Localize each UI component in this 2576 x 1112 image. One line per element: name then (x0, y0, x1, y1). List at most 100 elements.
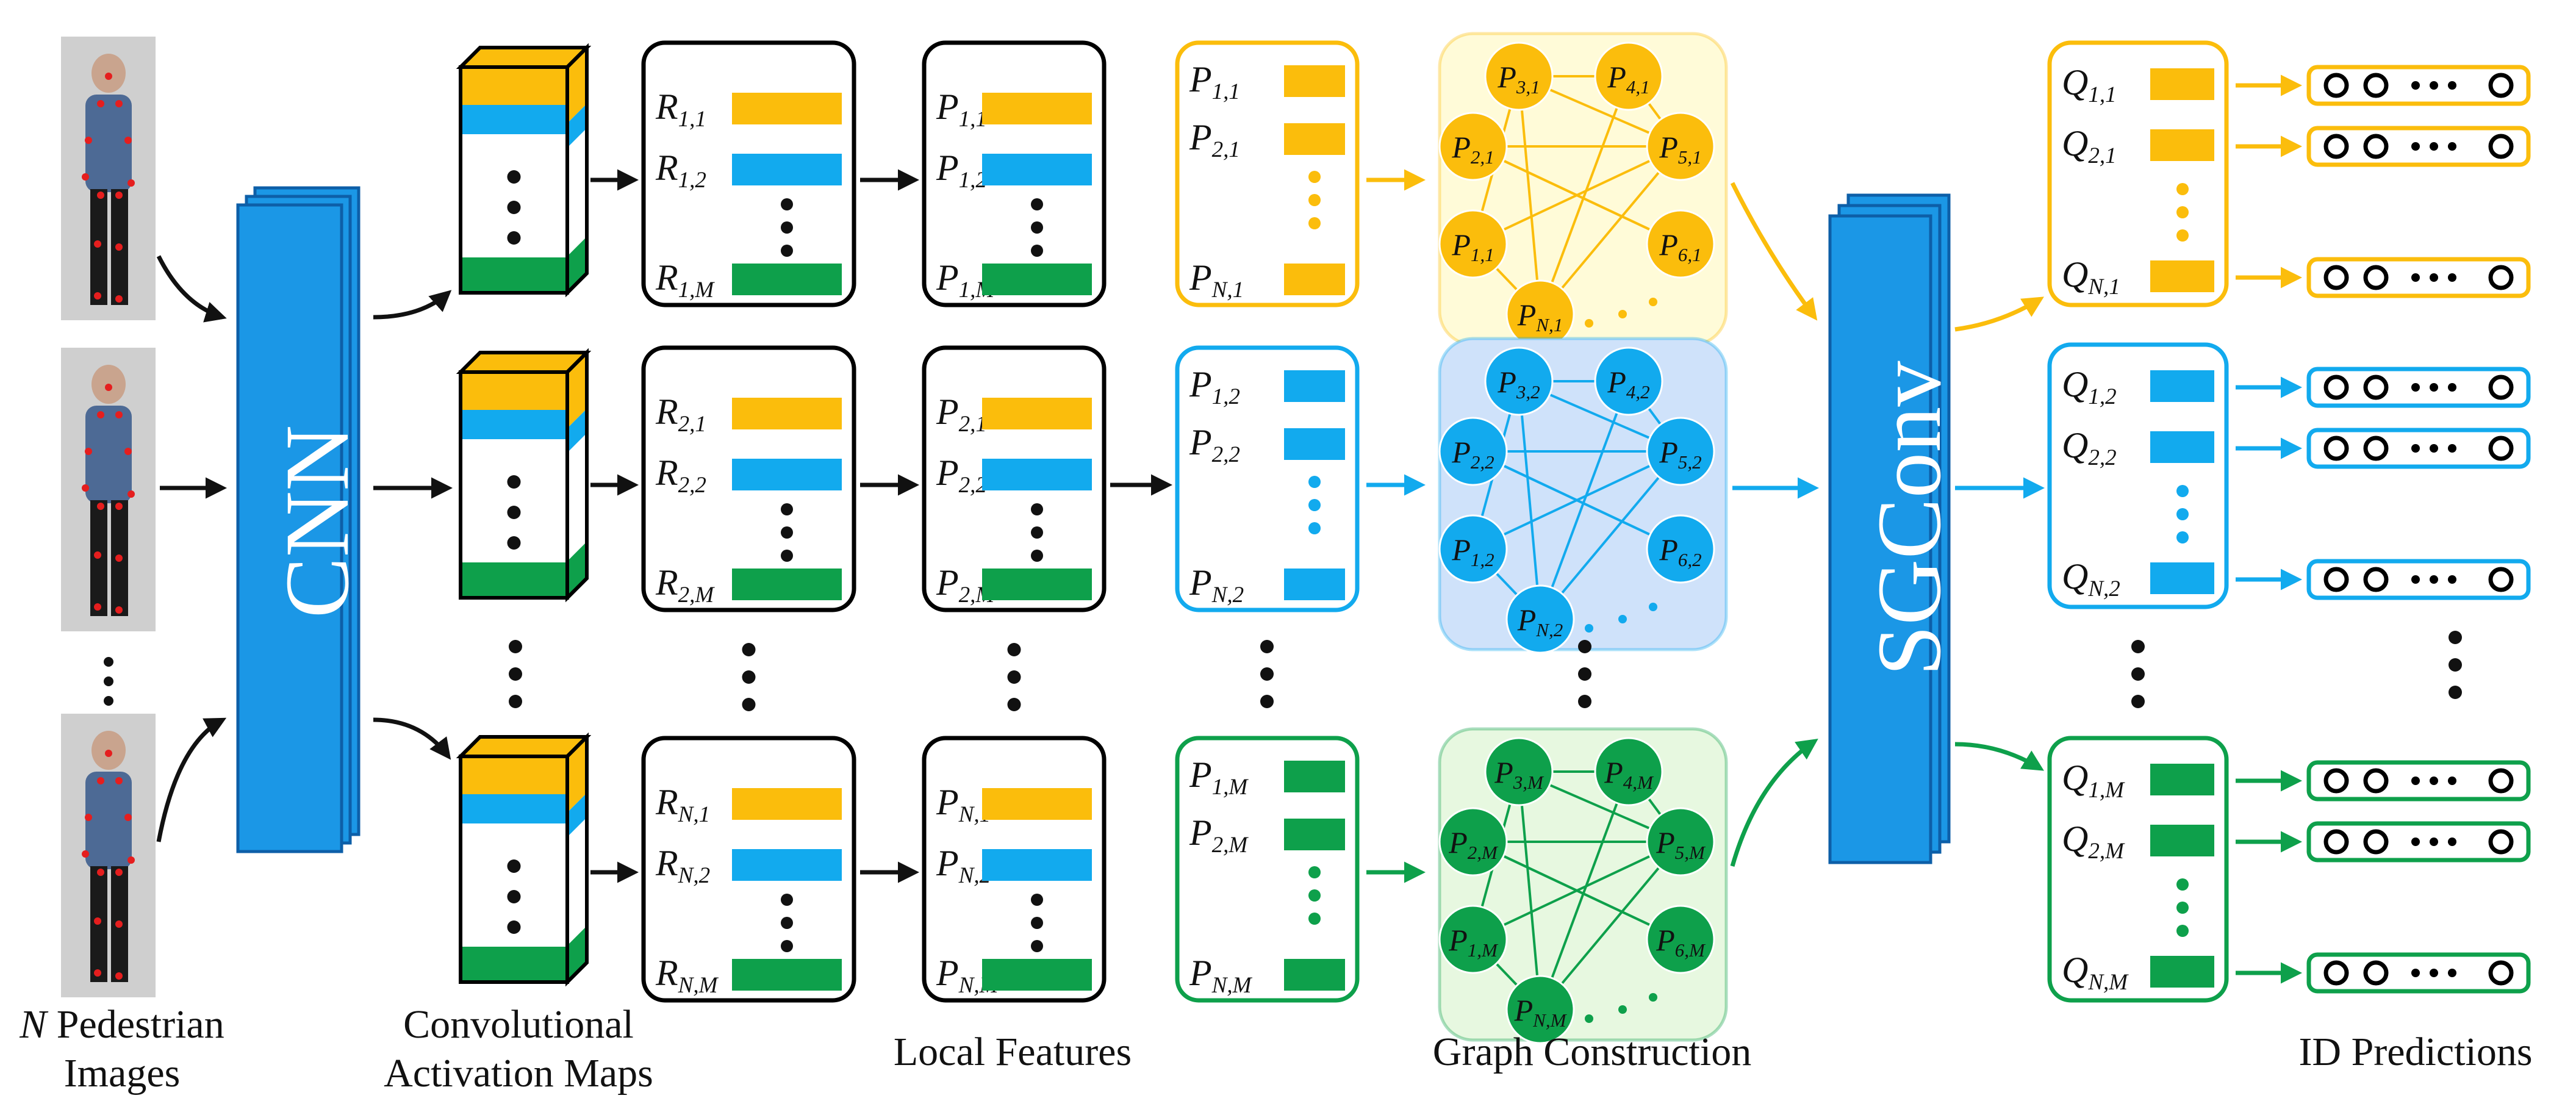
activation-map-dots-2 (507, 475, 521, 550)
graph-node-6-1 (1646, 209, 1715, 279)
local-label-1-2: P1,2 (936, 148, 987, 193)
output-ellipsis (2131, 640, 2145, 708)
pedestrian-image-2 (61, 348, 156, 631)
graph-node-label-4-2: P4,2 (1607, 365, 1649, 403)
caption-local-features: Local Features (893, 1030, 1132, 1074)
graph-node-4-2 (1594, 346, 1663, 416)
part-label-N-M: PN,M (1189, 953, 1253, 998)
part-label-N-2: PN,2 (1189, 562, 1244, 608)
part-label-2-1: P2,1 (1189, 117, 1240, 162)
region-label-1-M: R1,M (655, 257, 715, 303)
part-label-2-2: P2,2 (1189, 422, 1240, 467)
graph-node-N-M (1505, 975, 1575, 1044)
output-label-1-2: Q1,2 (2062, 364, 2117, 409)
arrow-graph-sgconv-green (1730, 739, 1818, 867)
graph-node-label-1-1: P1,1 (1451, 228, 1494, 265)
id-prediction-2-M (2306, 821, 2531, 863)
graph-node-3-M (1484, 737, 1554, 806)
region-label-2-M: R2,M (655, 562, 715, 608)
graph-node-label-6-2: P6,2 (1659, 533, 1701, 570)
output-bar-2-2 (2150, 431, 2214, 463)
graph-node-label-2-2: P2,2 (1451, 435, 1494, 473)
graph-node-4-1 (1594, 41, 1663, 111)
output-label-2-1: Q2,1 (2062, 123, 2117, 168)
output-bar-N-2 (2150, 562, 2214, 594)
part-bar-N-2 (1284, 569, 1345, 600)
part-bar-2-1 (1284, 123, 1345, 155)
region-bar-N-1 (732, 788, 842, 820)
id-prediction-1-1 (2306, 65, 2531, 106)
part-label-2-M: P2,M (1189, 812, 1249, 858)
region-bar-2-M (732, 569, 842, 600)
part-label-N-1: PN,1 (1189, 257, 1244, 303)
pedestrian-ellipsis (104, 657, 113, 706)
sgconv-label: SGConv (1859, 361, 1960, 676)
graph-node-label-3-M: P3,M (1494, 755, 1545, 793)
caption-id-predictions: ID Predictions (2298, 1030, 2533, 1074)
part-group-2: P1,2P2,2PN,2 (1175, 345, 1360, 612)
activation-map-dots-3 (507, 859, 521, 934)
activation-map-ellipsis (509, 640, 522, 708)
local-dots-3 (1031, 894, 1043, 952)
graph-node-1-1 (1438, 209, 1508, 279)
graph-node-N-2 (1505, 584, 1575, 654)
local-bar-1-M (982, 264, 1092, 295)
caption-pedestrian-line1: Pedestrian (56, 1002, 224, 1047)
output-bar-1-M (2150, 764, 2214, 795)
part-dots-3 (1308, 866, 1321, 925)
output-label-2-M: Q2,M (2062, 819, 2125, 864)
local-bar-N-M (982, 959, 1092, 991)
graph-node-5-1 (1646, 112, 1715, 181)
activation-map-2 (456, 348, 592, 603)
local-bar-1-2 (982, 154, 1092, 185)
region-bar-1-M (732, 264, 842, 295)
local-box-3: PN,1PN,2PN,M (922, 736, 1107, 1003)
pedestrian-image-3 (61, 714, 156, 997)
part-group-1: P1,1P2,1PN,1 (1175, 40, 1360, 307)
sgconv-block (1828, 193, 1951, 864)
graph-node-label-1-M: P1,M (1448, 923, 1499, 961)
part-group-3: P1,MP2,MPN,M (1175, 736, 1360, 1003)
caption-activation-line1: Convolutional (403, 1002, 634, 1047)
graph-node-label-5-M: P5,M (1656, 825, 1706, 863)
id-prediction-1-2 (2306, 367, 2531, 408)
id-prediction-N-M (2306, 952, 2531, 994)
part-dots-1 (1308, 171, 1321, 229)
arrow-cnn-map3 (373, 717, 451, 760)
output-label-N-2: QN,2 (2062, 556, 2120, 601)
output-group-2: Q1,2Q2,2QN,2 (2047, 342, 2229, 609)
local-label-2-M: P2,M (936, 562, 996, 608)
graph-node-3-2 (1484, 346, 1554, 416)
graph-node-6-2 (1646, 514, 1715, 584)
graph-node-label-3-2: P3,2 (1497, 365, 1540, 403)
graph-node-label-N-1: PN,1 (1517, 298, 1563, 335)
id-prediction-2-2 (2306, 428, 2531, 469)
caption-activation-maps: Convolutional Activation Maps (354, 1000, 683, 1098)
local-dots-2 (1031, 503, 1043, 562)
graph-node-2-1 (1438, 112, 1508, 181)
region-bar-2-1 (732, 398, 842, 429)
caption-pedestrian-line2: Images (63, 1051, 181, 1096)
local-bar-N-1 (982, 788, 1092, 820)
part-bar-1-1 (1284, 65, 1345, 97)
graph-node-label-6-1: P6,1 (1659, 228, 1701, 265)
part-bar-N-1 (1284, 264, 1345, 295)
part-bar-1-2 (1284, 370, 1345, 402)
region-bar-1-1 (732, 93, 842, 124)
region-box-1: R1,1R1,2R1,M (641, 40, 856, 307)
arrow-cnn-map1 (373, 290, 452, 320)
output-dots-1 (2176, 183, 2189, 242)
id-prediction-N-2 (2306, 559, 2531, 600)
region-dots-1 (781, 198, 793, 257)
output-dots-3 (2176, 878, 2189, 937)
output-label-N-1: QN,1 (2062, 254, 2120, 300)
caption-pedestrian-images: N Pedestrian Images (0, 1000, 244, 1098)
region-label-N-1: RN,1 (655, 782, 710, 827)
id-prediction-N-1 (2306, 257, 2531, 298)
output-label-1-1: Q1,1 (2062, 62, 2117, 107)
output-bar-2-M (2150, 825, 2214, 856)
cnn-block (236, 186, 361, 853)
local-bar-2-2 (982, 459, 1092, 490)
